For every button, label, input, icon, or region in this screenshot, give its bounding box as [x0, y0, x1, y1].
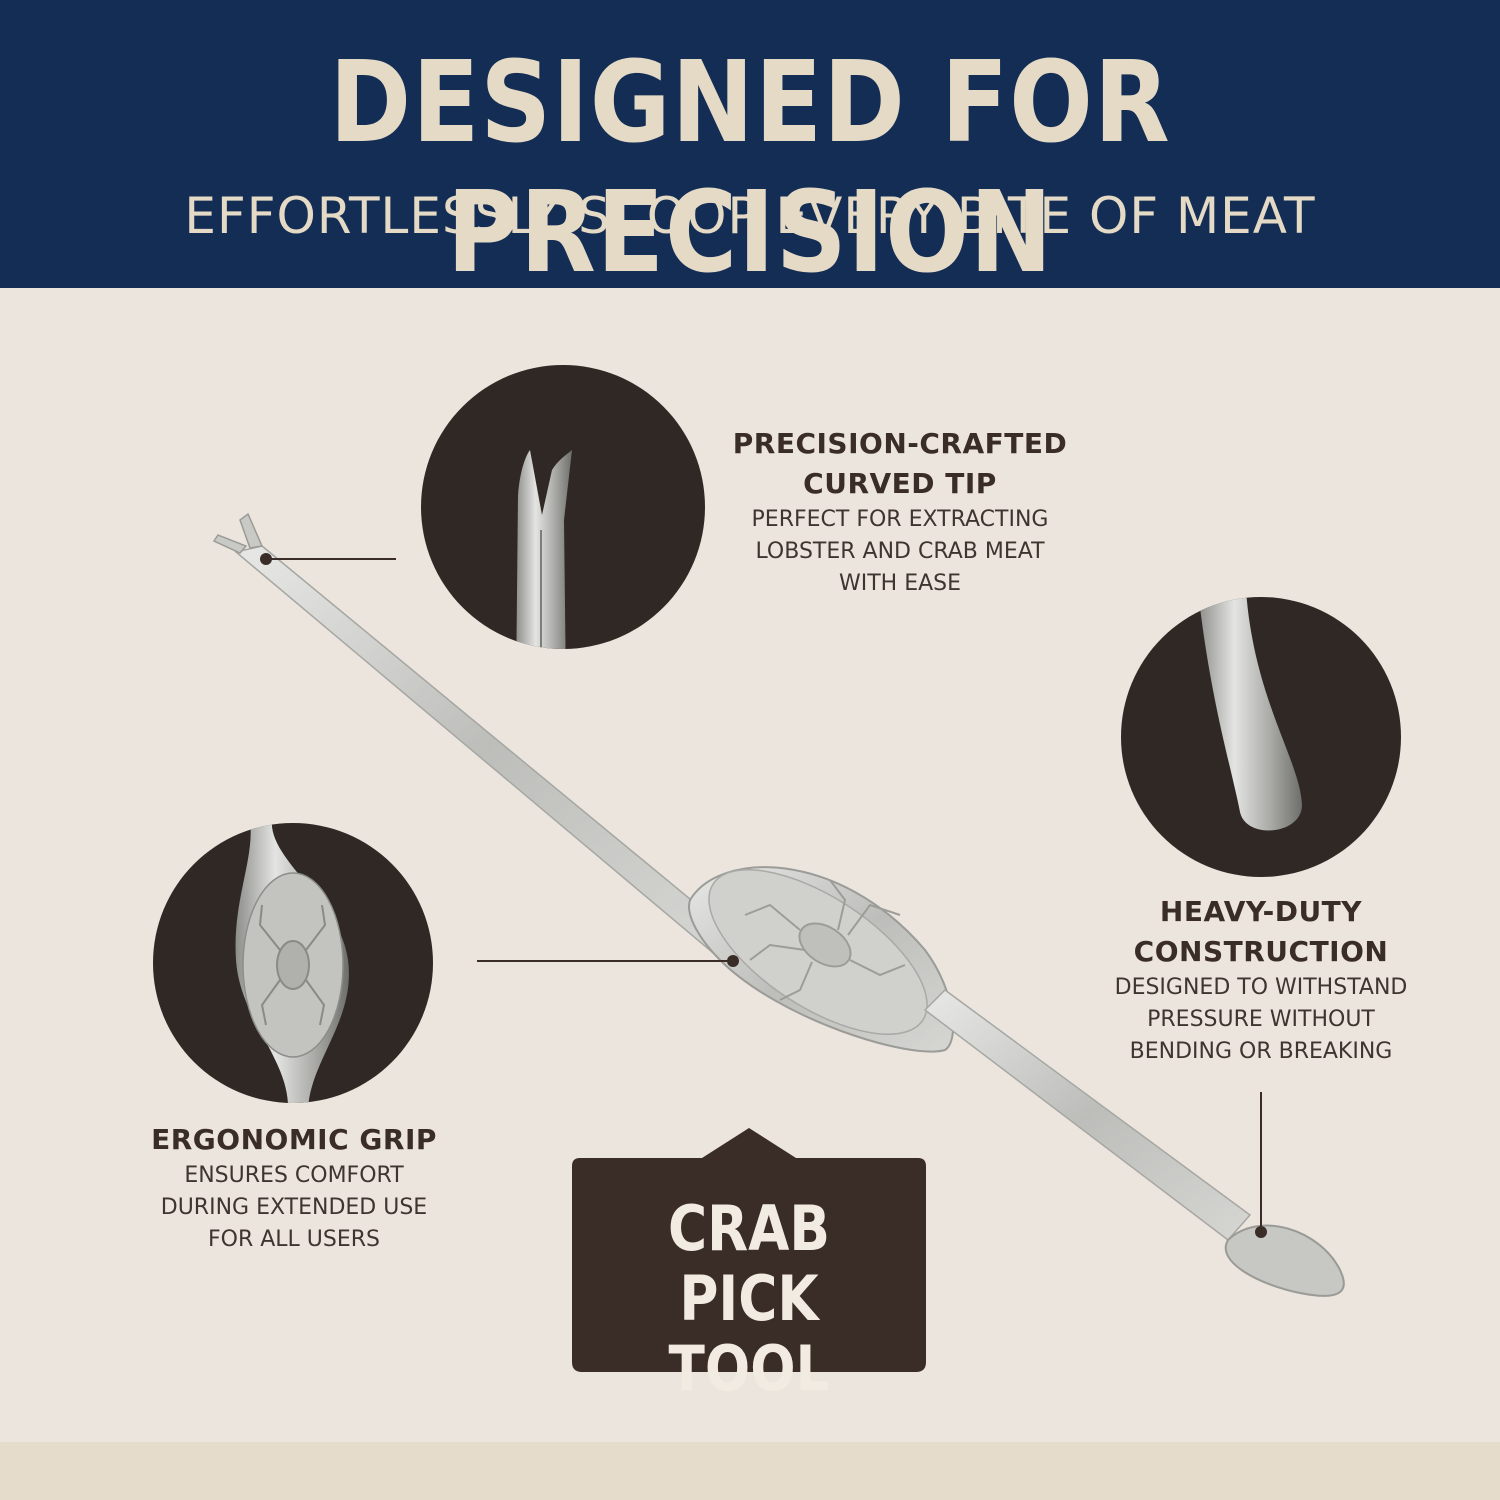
- subheadline: EFFORTLESSLY SCOOP EVERY BITE OF MEAT: [184, 187, 1316, 245]
- feature-construction-title: HEAVY-DUTY CONSTRUCTION: [1133, 895, 1389, 968]
- feature-construction: HEAVY-DUTY CONSTRUCTION DESIGNED TO WITH…: [1080, 892, 1442, 1068]
- feature-tip-description: PERFECT FOR EXTRACTING LOBSTER AND CRAB …: [751, 507, 1049, 596]
- tip-closeup: [421, 365, 705, 649]
- handle-leader: [1255, 1092, 1267, 1238]
- feature-grip-title: ERGONOMIC GRIP: [151, 1123, 437, 1156]
- grip-leader: [477, 955, 739, 967]
- crab-emblem-icon: [744, 879, 906, 1001]
- tip-leader: [260, 553, 396, 565]
- crab-pick-tool: [212, 512, 1345, 1297]
- handle-closeup: [1121, 597, 1401, 877]
- badge-shape: [572, 1128, 926, 1372]
- feature-grip: ERGONOMIC GRIP ENSURES COMFORT DURING EX…: [118, 1120, 470, 1256]
- badge-label: CRAB PICK TOOL: [667, 1192, 831, 1405]
- feature-tip: PRECISION-CRAFTED CURVED TIP PERFECT FOR…: [700, 424, 1100, 600]
- headline: DESIGNED FOR PRECISION: [329, 38, 1171, 298]
- feature-tip-title: PRECISION-CRAFTED CURVED TIP: [732, 427, 1068, 500]
- grip-closeup: [153, 823, 433, 1103]
- product-name-badge: CRAB PICK TOOL: [572, 1128, 926, 1404]
- feature-grip-description: ENSURES COMFORT DURING EXTENDED USE FOR …: [160, 1163, 428, 1252]
- feature-construction-description: DESIGNED TO WITHSTAND PRESSURE WITHOUT B…: [1114, 975, 1408, 1064]
- footer-band: [0, 1442, 1500, 1500]
- header-banner: DESIGNED FOR PRECISION EFFORTLESSLY SCOO…: [0, 0, 1500, 298]
